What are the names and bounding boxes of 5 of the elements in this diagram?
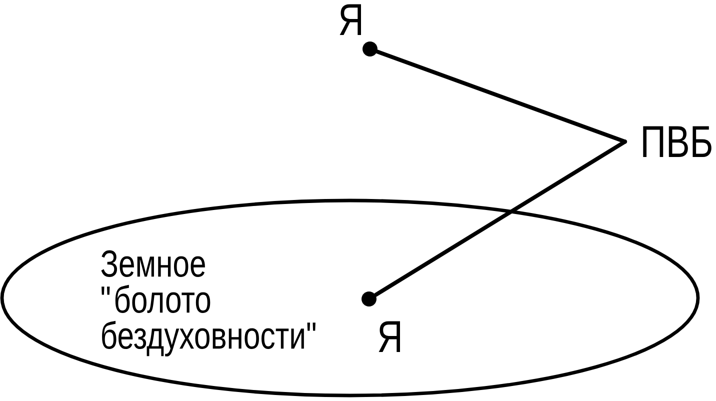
dot-label: Я [378, 321, 400, 352]
dot-label: Я [340, 4, 361, 35]
node-label: ПВБ [643, 126, 712, 157]
connector-line [374, 140, 627, 297]
connector-line [375, 50, 627, 144]
